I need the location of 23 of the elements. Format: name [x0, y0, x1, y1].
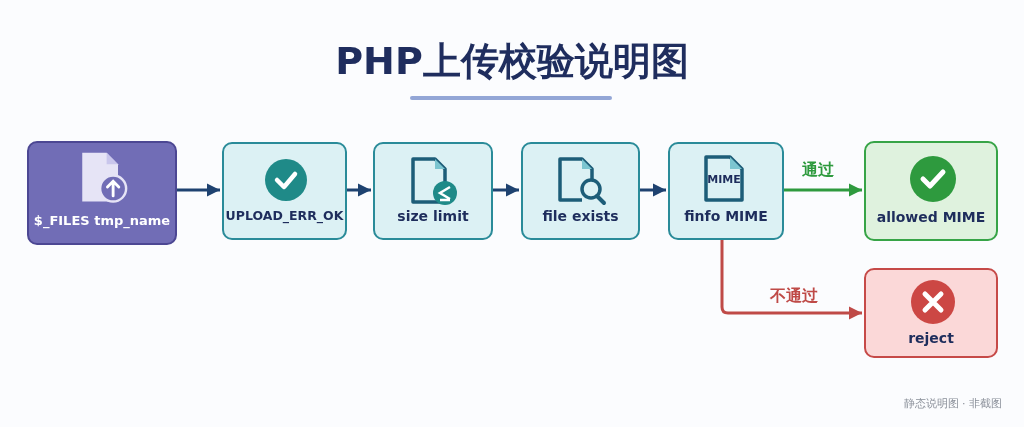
node-label: finfo MIME [683, 208, 769, 224]
step-box [222, 142, 347, 240]
node-label: file exists [541, 208, 620, 224]
arrow [347, 183, 371, 197]
node-label: UPLOAD_ERR_OK [224, 208, 345, 223]
file-icon: MIME [702, 154, 746, 204]
arrow [640, 183, 666, 197]
arrow [784, 183, 862, 197]
node-label: reject [907, 330, 955, 346]
node-label: size limit [396, 208, 470, 224]
title: PHP上传校验说明图 [334, 38, 690, 85]
node-label: allowed MIME [875, 209, 987, 225]
source-box [27, 141, 177, 245]
arrow [720, 240, 862, 320]
step-box [521, 142, 640, 240]
step-box [373, 142, 493, 240]
result-box [864, 268, 998, 358]
note: 静态说明图 · 非截图 [903, 396, 1002, 411]
result-box [864, 141, 998, 241]
node-label: $_FILES tmp_name [32, 213, 172, 228]
arrow [177, 183, 220, 197]
step-box [668, 142, 784, 240]
arrow [493, 183, 519, 197]
